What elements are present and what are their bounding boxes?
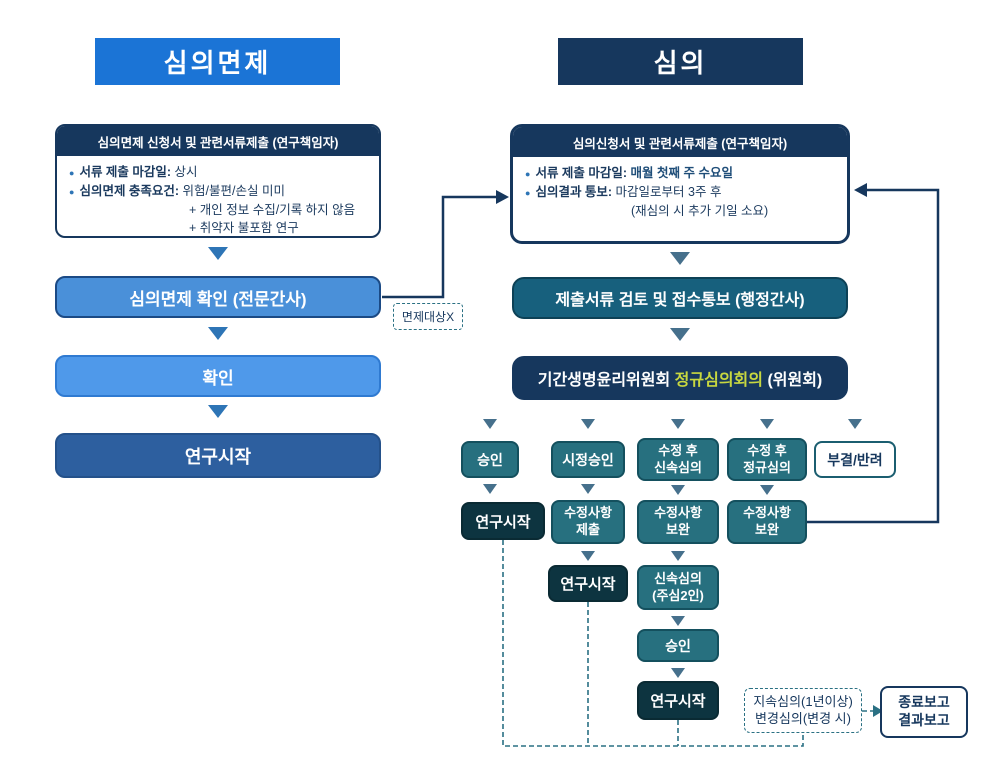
outcome-approve-box: 승인: [461, 441, 519, 478]
down-arrow: [581, 551, 595, 561]
down-arrow: [760, 419, 774, 429]
fast-review-box: 신속심의 (주심2인): [637, 565, 719, 610]
exemption-research-start-box: 연구시작: [55, 433, 381, 478]
review-bullet-1: ●서류 제출 마감일: 매월 첫째 주 수요일: [525, 166, 733, 180]
exemption-bullet-1: ●서류 제출 마감일: 상시: [69, 165, 198, 179]
down-arrow: [671, 616, 685, 626]
exempt-feedback-line: [382, 195, 496, 299]
exempt-feedback-arrowhead: [496, 190, 509, 204]
review-header: 심의: [558, 38, 803, 85]
review-info-title: 심의신청서 및 관련서류제출 (연구책임자): [513, 127, 847, 157]
committee-box: 기간생명윤리위원회 정규심의회의 (위원회): [512, 356, 848, 400]
outcome-corrective-box: 시정승인: [551, 441, 625, 478]
exemption-bullet-2: ●심의면제 충족요건: 위험/불편/손실 미미: [69, 183, 285, 198]
committee-highlight: 정규심의회의: [674, 372, 763, 389]
down-arrow: [208, 405, 228, 418]
bullet-dot-icon: ●: [69, 168, 75, 178]
confirm-label: 확인: [202, 368, 234, 388]
review-sub-1: (재심의 시 추가 기일 소요): [631, 203, 769, 218]
dashed-route-1: [502, 540, 804, 747]
down-arrow: [483, 419, 497, 429]
review-info-box: 심의신청서 및 관련서류제출 (연구책임자) ●서류 제출 마감일: 매월 첫째…: [510, 124, 850, 244]
down-arrow: [483, 484, 497, 494]
approve-box-2: 승인: [637, 629, 719, 662]
committee-suffix: (위원회): [763, 372, 823, 389]
regular-feedback-arrowhead: [854, 183, 867, 197]
down-arrow: [671, 551, 685, 561]
bullet-dot-icon: ●: [69, 186, 75, 197]
revise-fix-box-2: 수정사항 보완: [727, 500, 807, 544]
exemption-check-box: 심의면제 확인 (전문간사): [55, 276, 381, 318]
regular-feedback-line: [807, 188, 940, 524]
review-docs-label: 제출서류 검토 및 접수통보 (행정간사): [555, 292, 805, 309]
revise-fix-box-1: 수정사항 보완: [637, 500, 719, 544]
exempt-tag: 면제대상X: [393, 303, 463, 330]
committee-prefix: 기간생명윤리위원회: [537, 372, 675, 389]
exemption-header: 심의면제: [95, 38, 340, 85]
research-start-label: 연구시작: [184, 446, 252, 467]
exempt-tag-label: 면제대상X: [401, 310, 455, 324]
research-start-box-1: 연구시작: [461, 502, 545, 540]
revise-submit-box: 수정사항 제출: [551, 500, 625, 544]
review-bullet-2: ●심의결과 통보: 마감일로부터 3주 후: [525, 184, 722, 199]
continuing-review-box: 지속심의(1년이상) 변경심의(변경 시): [744, 688, 862, 733]
down-arrow: [670, 252, 690, 265]
bullet-dot-icon: ●: [525, 187, 531, 198]
down-arrow: [581, 419, 595, 429]
down-arrow: [581, 484, 595, 494]
exemption-info-title: 심의면제 신청서 및 관련서류제출 (연구책임자): [57, 126, 379, 156]
down-arrow: [208, 327, 228, 340]
dashed-arrowhead: [873, 705, 883, 717]
down-arrow: [670, 328, 690, 341]
down-arrow: [760, 485, 774, 495]
exemption-sub-2: + 취약자 불포함 연구: [189, 221, 299, 236]
outcome-reject-box: 부결/반려: [814, 441, 896, 478]
exemption-info-body: ●서류 제출 마감일: 상시 ●심의면제 충족요건: 위험/불편/손실 미미 +…: [57, 156, 379, 236]
exemption-check-label: 심의면제 확인 (전문간사): [129, 289, 307, 309]
outcome-regular-review-box: 수정 후 정규심의: [727, 438, 807, 481]
review-docs-box: 제출서류 검토 및 접수통보 (행정간사): [512, 277, 848, 319]
research-start-box-3: 연구시작: [637, 681, 719, 720]
exemption-header-label: 심의면제: [163, 48, 272, 78]
research-start-box-2: 연구시작: [548, 565, 628, 602]
confirm-box: 확인: [55, 355, 381, 397]
end-report-box: 종료보고 결과보고: [880, 686, 968, 738]
down-arrow: [208, 247, 228, 260]
down-arrow: [671, 668, 685, 678]
down-arrow: [671, 419, 685, 429]
review-header-label: 심의: [653, 48, 708, 78]
outcome-fast-review-box: 수정 후 신속심의: [637, 438, 719, 481]
bullet-dot-icon: ●: [525, 169, 531, 179]
down-arrow: [848, 419, 862, 429]
exemption-sub-1: + 개인 정보 수집/기록 하지 않음: [189, 202, 356, 217]
exemption-info-box: 심의면제 신청서 및 관련서류제출 (연구책임자) ●서류 제출 마감일: 상시…: [55, 124, 381, 238]
down-arrow: [671, 485, 685, 495]
review-info-body: ●서류 제출 마감일: 매월 첫째 주 수요일 ●심의결과 통보: 마감일로부터…: [513, 157, 847, 224]
